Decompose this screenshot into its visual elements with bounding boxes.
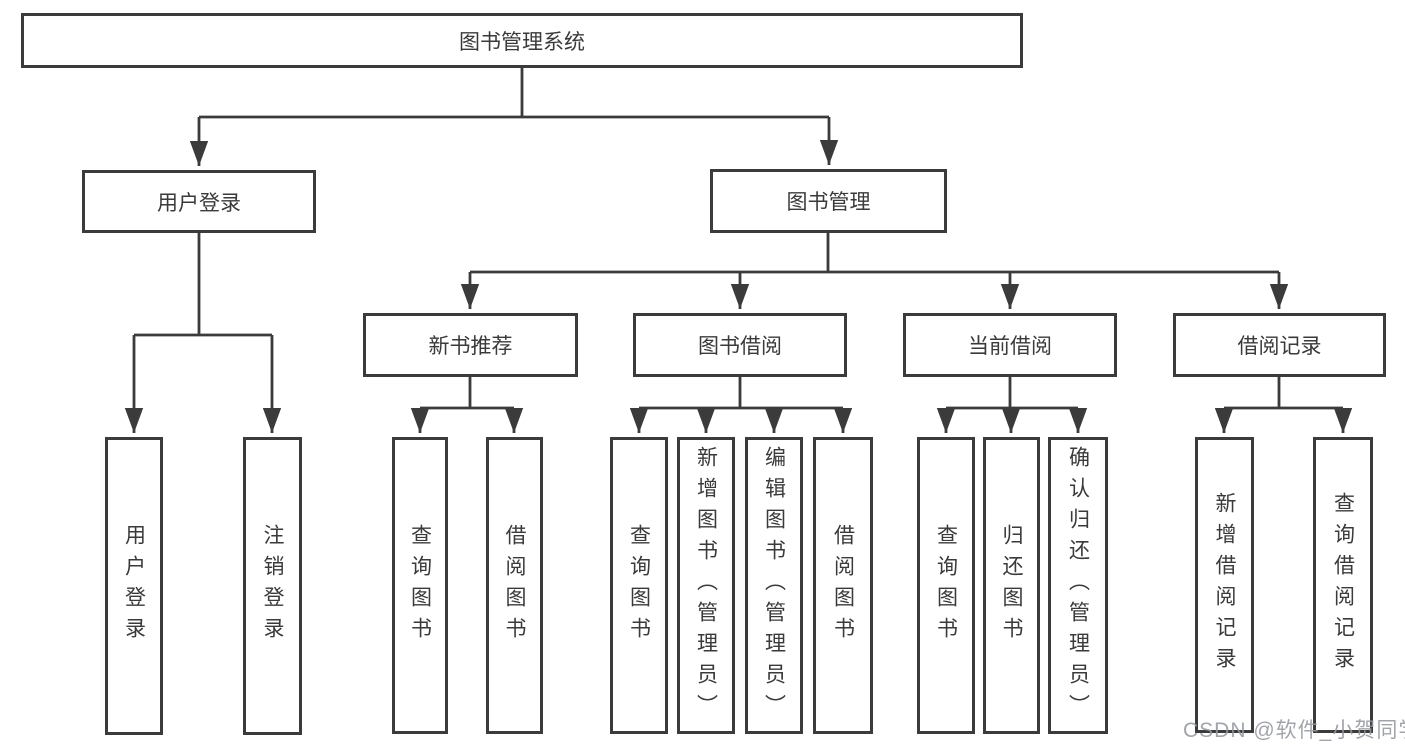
leaf-user-login: 用户登录 [105,437,163,735]
node-current-borrow: 当前借阅 [903,313,1117,377]
node-root-system: 图书管理系统 [21,13,1023,68]
node-new-book-recommend: 新书推荐 [363,313,578,377]
node-borrow-records: 借阅记录 [1173,313,1386,377]
node-book-borrow: 图书借阅 [633,313,847,377]
leaf-query-books-current: 查询图书 [917,437,975,734]
node-book-management: 图书管理 [710,169,947,233]
leaf-borrow-books: 借阅图书 [813,437,873,734]
leaf-borrow-books-rec: 借阅图书 [486,437,543,734]
csdn-watermark: CSDN @软件_小贺同学 [1183,719,1405,742]
leaf-edit-books-admin: 编辑图书（管理员） [745,437,803,734]
leaf-query-borrow-record: 查询借阅记录 [1313,437,1373,733]
leaf-query-books-borrow: 查询图书 [610,437,668,734]
leaf-add-borrow-record: 新增借阅记录 [1195,437,1254,733]
leaf-confirm-return-admin: 确认归还（管理员） [1048,437,1108,734]
leaf-query-books-rec: 查询图书 [392,437,448,734]
leaf-logout: 注销登录 [243,437,302,735]
leaf-add-books-admin: 新增图书（管理员） [677,437,735,734]
leaf-return-books: 归还图书 [983,437,1040,734]
node-user-login: 用户登录 [82,170,316,233]
